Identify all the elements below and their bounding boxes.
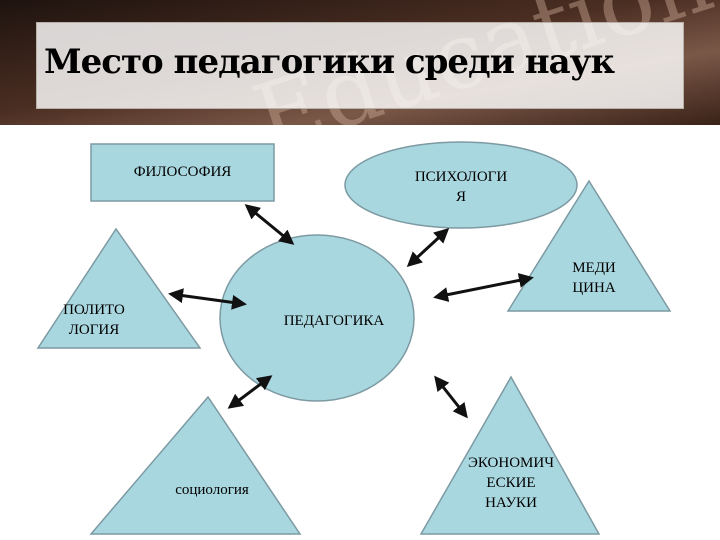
philosophy-label: ФИЛОСОФИЯ (133, 164, 232, 180)
arrow-sociology-pedagogy (227, 375, 273, 409)
arrow-politology-pedagogy (168, 288, 247, 310)
arrow-philosophy-pedagogy (244, 204, 295, 245)
arrow-psychology-pedagogy (406, 227, 450, 268)
medicine-node (506, 179, 672, 312)
politology-node (36, 227, 202, 349)
economics-node (419, 375, 601, 535)
page-title: Место педагогики среди наук (44, 42, 615, 82)
pedagogy-label: ПЕДАГОГИКА (283, 313, 385, 329)
psychology-label: ПСИХОЛОГИ Я (414, 169, 508, 205)
philosophy-node (90, 143, 275, 202)
politology-label: ПОЛИТО ЛОГИЯ (63, 302, 125, 338)
economics-label: ЭКОНОМИЧ ЕСКИЕ НАУКИ (468, 455, 554, 511)
arrow-economics-pedagogy (434, 375, 468, 419)
sociology-label: социология (175, 482, 249, 498)
title-box (36, 22, 684, 109)
pedagogy-node (219, 234, 415, 402)
medicine-label: МЕДИ ЦИНА (572, 260, 616, 296)
psychology-node (344, 141, 578, 229)
sociology-node (89, 395, 302, 535)
arrow-medicine-pedagogy (433, 272, 534, 303)
